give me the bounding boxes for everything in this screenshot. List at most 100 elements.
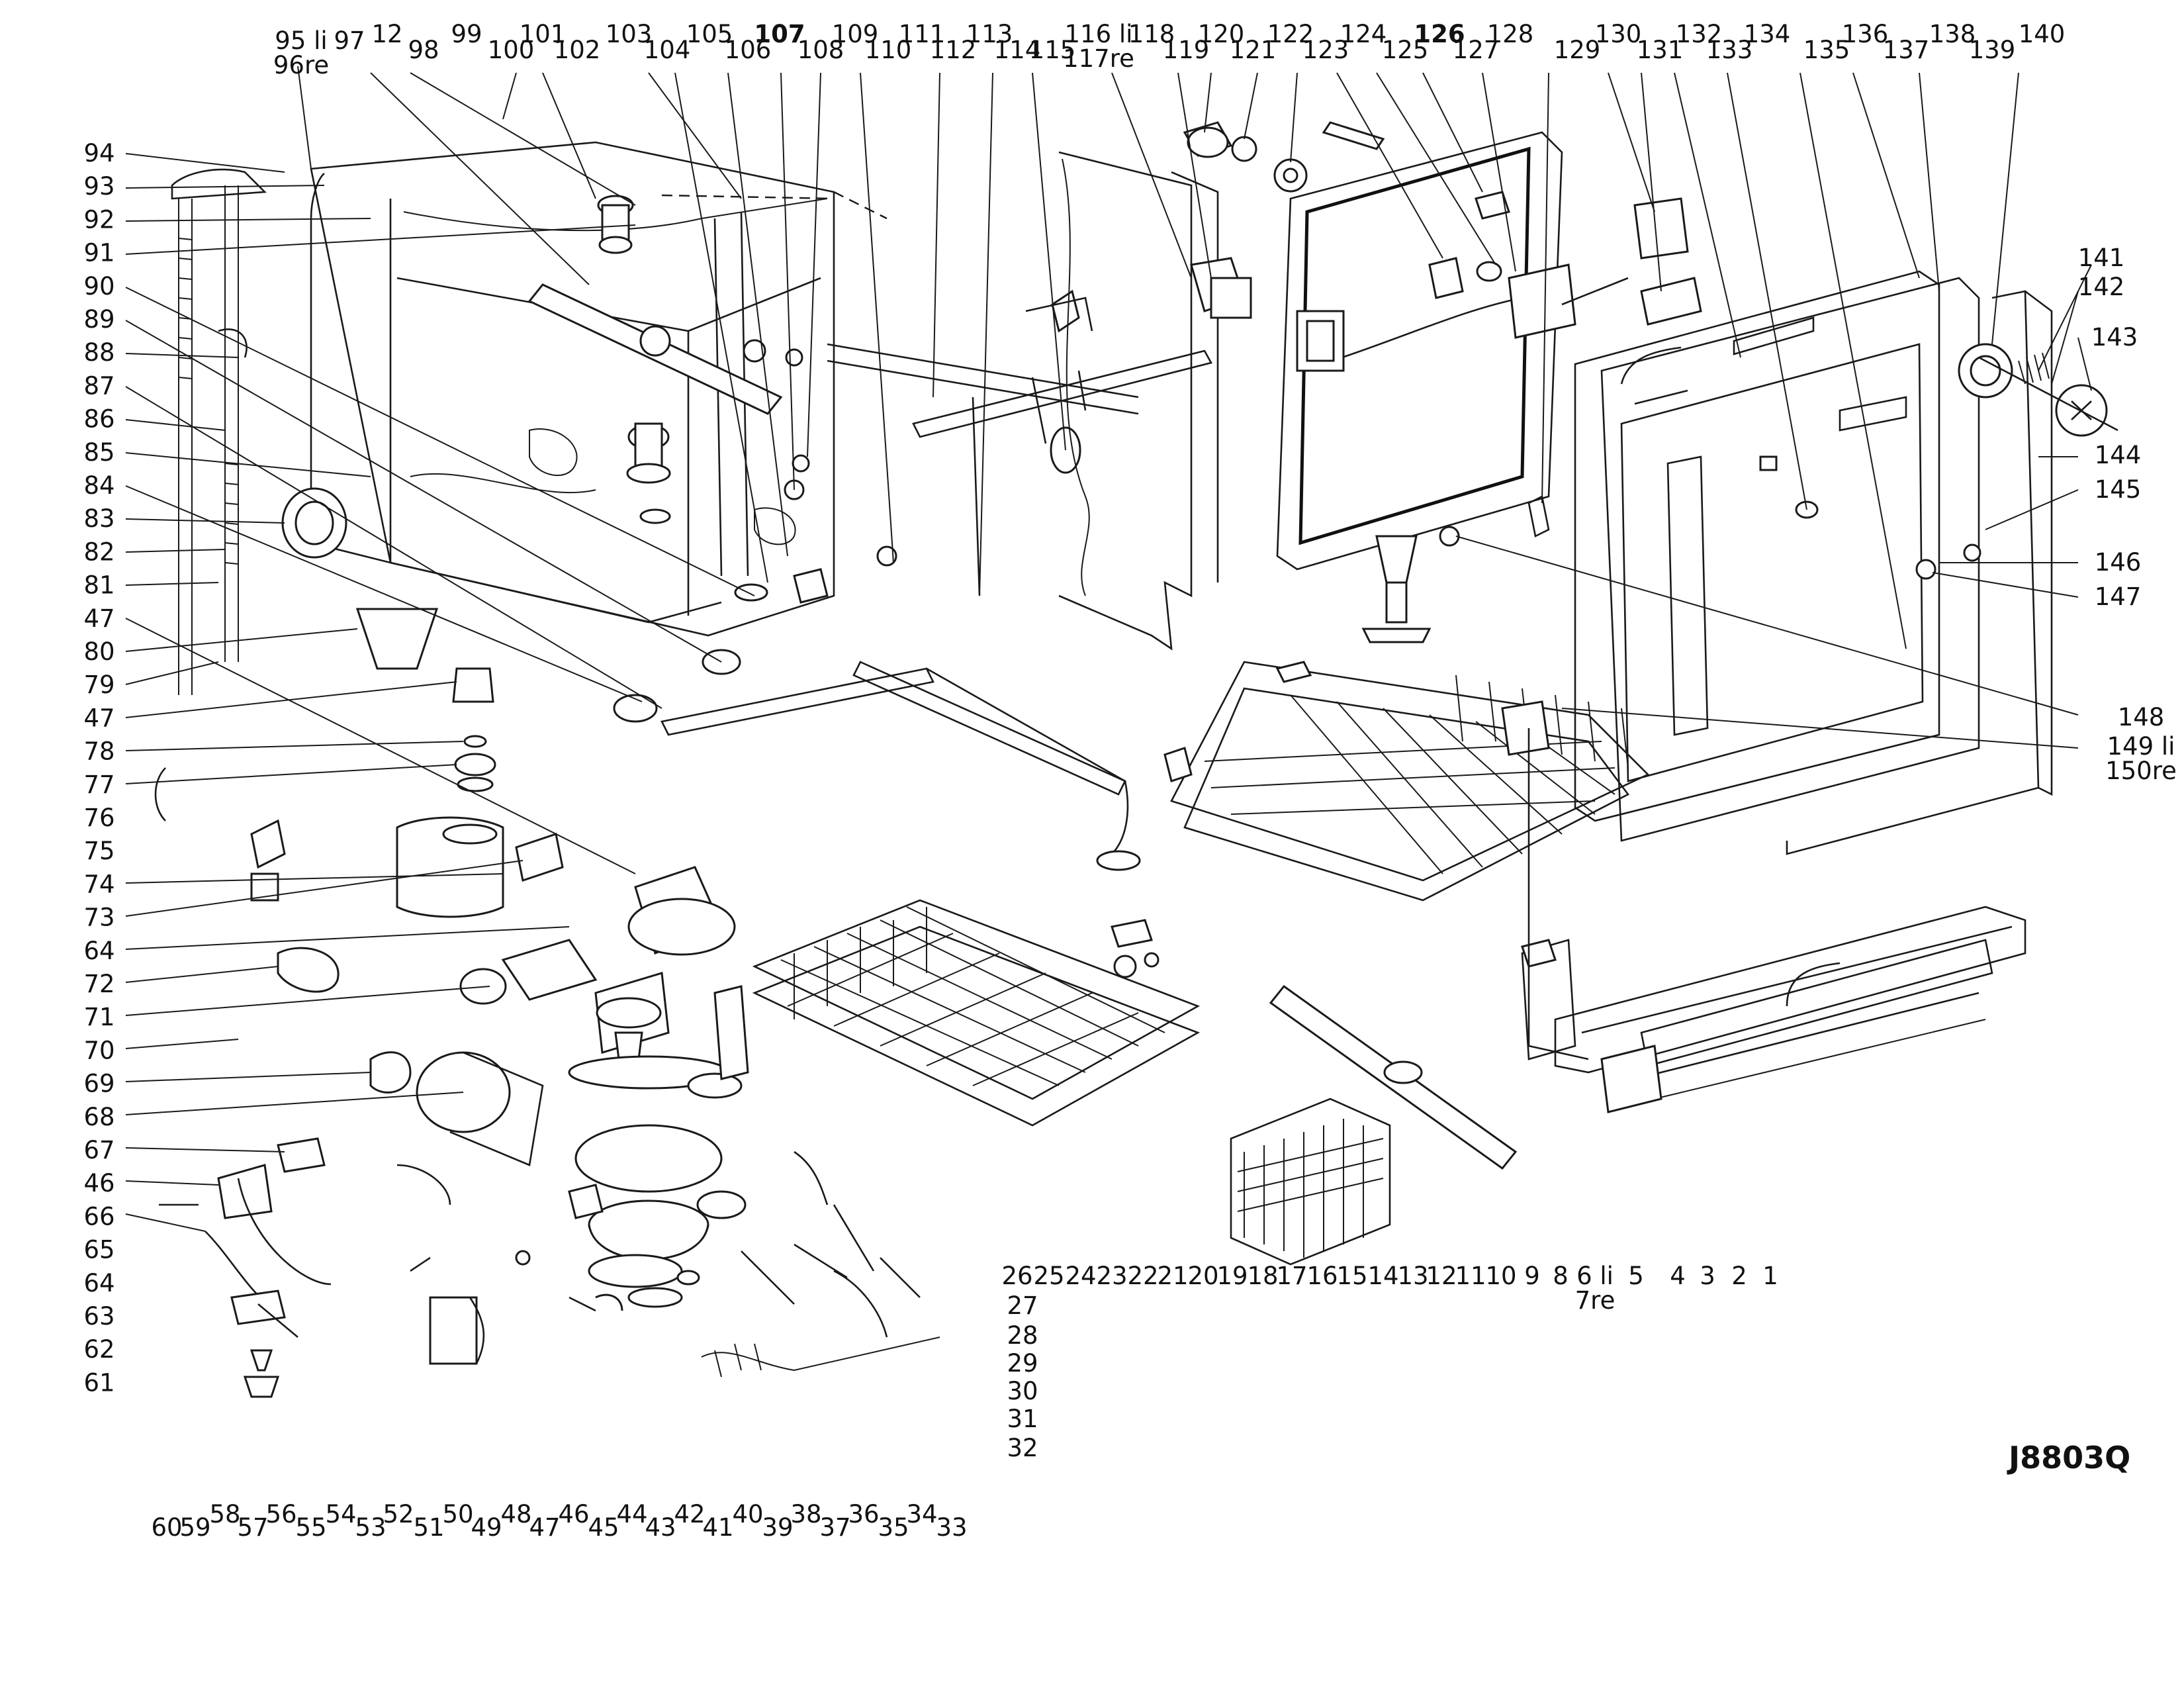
outer-door <box>1574 270 2053 855</box>
callout-L15-80: 80 <box>83 637 114 666</box>
callout-B-59: 59 <box>179 1513 210 1542</box>
callout-L29-68: 68 <box>83 1103 114 1131</box>
callout-106: 106 <box>725 36 772 64</box>
callout-132: 132 <box>1676 20 1723 48</box>
dispenser-parts <box>1183 121 1385 319</box>
callout-B-45: 45 <box>588 1513 619 1542</box>
callout-L13-81: 81 <box>83 571 114 600</box>
callout-L23-73: 73 <box>83 904 114 932</box>
callout-105: 105 <box>686 20 733 48</box>
callout-124: 124 <box>1340 20 1387 48</box>
callout-122: 122 <box>1267 20 1314 48</box>
callout-BR-16: 16 <box>1306 1262 1338 1290</box>
callout-L31-46: 46 <box>83 1169 114 1197</box>
callout-C-29: 29 <box>1007 1349 1038 1378</box>
callout-L7-87: 87 <box>83 371 114 400</box>
callout-143: 143 <box>2091 323 2138 352</box>
callout-BR-21: 21 <box>1157 1262 1188 1290</box>
callout-BR-25: 25 <box>1033 1262 1064 1290</box>
callout-101: 101 <box>520 20 567 48</box>
callout-125: 125 <box>1382 36 1429 64</box>
side-panel <box>1058 151 1219 651</box>
callout-104: 104 <box>644 36 691 64</box>
callout-L12-82: 82 <box>83 538 114 566</box>
callout-L27-70: 70 <box>83 1036 114 1064</box>
callout-BR-17: 17 <box>1276 1262 1307 1290</box>
callout-B-33: 33 <box>936 1513 967 1542</box>
callout-BR-3: 3 <box>1700 1262 1715 1290</box>
callout-B-40: 40 <box>732 1500 763 1528</box>
lower-left-parts <box>230 1256 485 1398</box>
callout-121: 121 <box>1230 36 1277 64</box>
callout-135: 135 <box>1803 36 1850 64</box>
callout-107: 107 <box>754 20 805 48</box>
callout-L8-86: 86 <box>83 405 114 434</box>
callout-119: 119 <box>1163 36 1210 64</box>
callout-111: 111 <box>899 20 946 48</box>
callout-L37-61: 61 <box>83 1368 114 1397</box>
callout-BR-9: 9 <box>1524 1262 1540 1290</box>
callout-147: 147 <box>2095 583 2142 611</box>
callout-B-58: 58 <box>209 1500 240 1528</box>
callout-B-44: 44 <box>616 1500 647 1528</box>
callout-B-46: 46 <box>558 1500 589 1528</box>
callout-12t: 12 <box>371 20 402 48</box>
callout-BR-8: 8 <box>1553 1262 1569 1290</box>
callout-B-43: 43 <box>645 1513 676 1542</box>
callout-C-28: 28 <box>1007 1321 1038 1350</box>
motor <box>205 1051 544 1312</box>
callout-129: 129 <box>1554 36 1601 64</box>
callout-144: 144 <box>2095 441 2142 469</box>
callout-C-31: 31 <box>1007 1405 1038 1433</box>
callout-115: 115 <box>1029 36 1076 64</box>
callout-L33-65: 65 <box>83 1236 114 1264</box>
callout-L4-90: 90 <box>83 272 114 301</box>
callout-BR-12: 12 <box>1426 1262 1457 1290</box>
callout-139: 139 <box>1969 36 2016 64</box>
callout-134: 134 <box>1744 20 1791 48</box>
callout-B-53: 53 <box>355 1513 386 1542</box>
callouts-left: 9493929190898887868584838281478079477877… <box>83 139 114 1397</box>
callout-136: 136 <box>1842 20 1889 48</box>
callout-B-56: 56 <box>265 1500 296 1528</box>
upper-spray-arm <box>527 195 897 723</box>
callout-114: 114 <box>994 36 1041 64</box>
callout-123: 123 <box>1302 36 1349 64</box>
callout-L18-78: 78 <box>83 737 114 766</box>
callout-L11-83: 83 <box>83 504 114 533</box>
callout-B-49: 49 <box>471 1513 502 1542</box>
spray-nozzle <box>1275 535 1550 756</box>
callout-BR-10: 10 <box>1485 1262 1516 1290</box>
callout-120: 120 <box>1198 20 1245 48</box>
lower-basket <box>752 899 1201 1127</box>
callout-BR-26: 26 <box>1001 1262 1032 1290</box>
callout-127: 127 <box>1453 36 1500 64</box>
callout-L30-67: 67 <box>83 1136 114 1164</box>
hoses-and-fittings <box>154 168 564 1206</box>
callout-L24-64: 64 <box>83 937 114 965</box>
inner-door <box>1276 131 1576 571</box>
callout-L1-93: 93 <box>83 172 114 201</box>
callout-103: 103 <box>606 20 653 48</box>
callout-141: 141 <box>2078 244 2125 272</box>
callout-BR-5: 5 <box>1628 1262 1644 1290</box>
callout-L2-92: 92 <box>83 205 114 234</box>
drawing-code: J8803Q <box>2007 1440 2130 1476</box>
callout-L32-66: 66 <box>83 1202 114 1231</box>
callout-148: 148 <box>2118 703 2165 731</box>
control-parts <box>1439 197 1819 547</box>
callout-133: 133 <box>1706 36 1753 64</box>
sump-assembly <box>459 866 749 1288</box>
callout-BR-23: 23 <box>1096 1262 1127 1290</box>
callout-118: 118 <box>1128 20 1175 48</box>
upper-basket <box>1170 661 1650 902</box>
callout-108: 108 <box>797 36 844 64</box>
callout-102: 102 <box>554 36 601 64</box>
callout-B-48: 48 <box>500 1500 531 1528</box>
callout-128: 128 <box>1487 20 1534 48</box>
callout-B-50: 50 <box>442 1500 473 1528</box>
callout-BR-24: 24 <box>1065 1262 1096 1290</box>
